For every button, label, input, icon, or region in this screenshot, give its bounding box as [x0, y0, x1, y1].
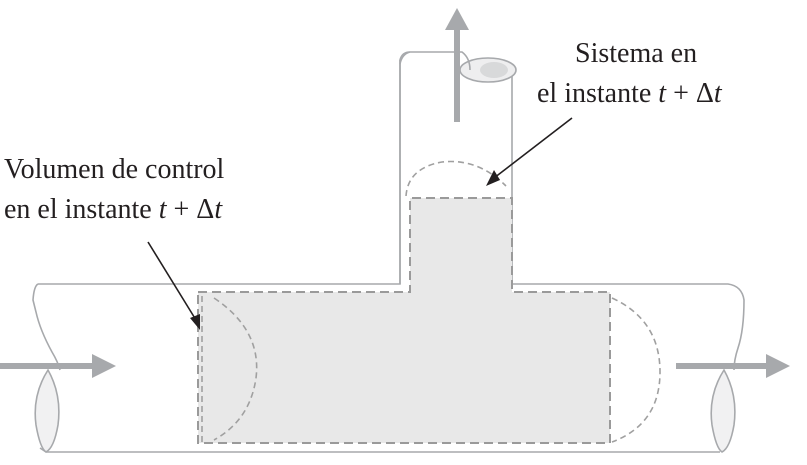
system-right-bulge	[611, 297, 661, 443]
control-volume-label-line2: en el instante t + Δt	[4, 194, 223, 225]
left-pipe-end	[34, 368, 60, 453]
system-label-line2: el instante t + Δt	[537, 78, 723, 109]
outlet-right-arrow-head	[766, 354, 790, 378]
control-volume-label-plus-delta: + Δ	[167, 194, 215, 225]
system-leader-head	[486, 170, 500, 186]
control-volume-leader-head	[190, 314, 200, 330]
system-label-plus-delta: + Δ	[666, 78, 714, 109]
control-volume-label-t: t	[159, 194, 168, 225]
control-volume	[197, 197, 611, 444]
system-label-line1: Sistema en	[575, 38, 697, 69]
system-leader-line	[493, 117, 573, 179]
flow-arrows	[0, 8, 790, 378]
branch-top-edge	[399, 51, 471, 71]
outlet-top-arrow-head	[445, 8, 469, 30]
system-boundary	[201, 160, 661, 444]
system-left-bulge	[213, 297, 258, 441]
system-label-t2: t	[714, 78, 723, 109]
main-pipe-top-right-wall	[511, 72, 745, 371]
main-pipe-bottom-wall	[39, 447, 720, 453]
system-top-bulge	[405, 160, 507, 197]
control-volume-label-line2-prefix: en el instante	[4, 194, 159, 225]
top-pipe-end-shade	[480, 62, 508, 78]
inlet-arrow-head	[92, 354, 116, 378]
tee-pipe	[32, 51, 745, 453]
control-volume-label-t2: t	[214, 194, 223, 225]
right-pipe-end	[710, 368, 736, 453]
leader-lines	[147, 117, 573, 330]
control-volume-label: Volumen de control en el instante t + Δt	[4, 154, 225, 225]
system-label: Sistema en el instante t + Δt	[537, 38, 723, 109]
control-volume-leader-line	[147, 241, 197, 321]
system-label-line2-prefix: el instante	[537, 78, 658, 109]
control-volume-label-line1: Volumen de control	[4, 154, 225, 185]
system-label-t: t	[658, 78, 667, 109]
